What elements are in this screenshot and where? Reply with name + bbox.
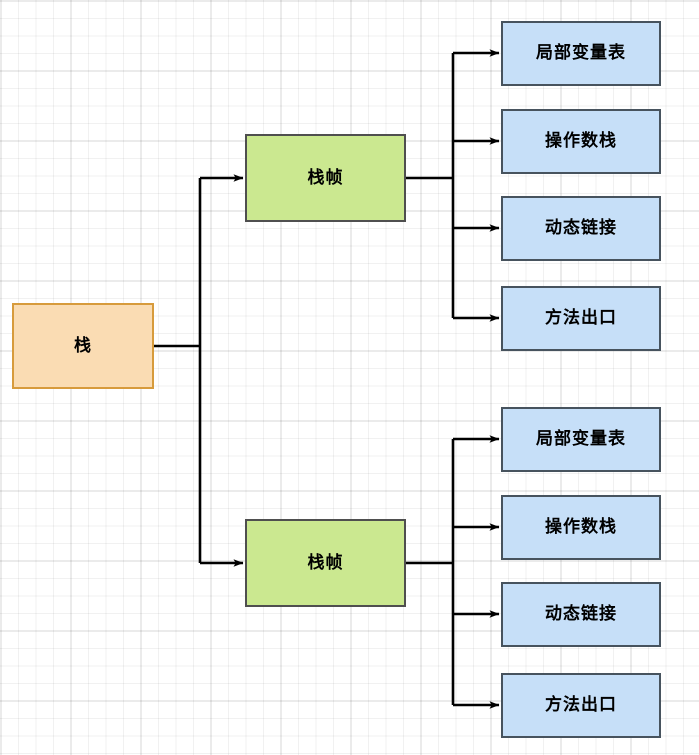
node-bottom-operand-stack[interactable]: 操作数栈 <box>501 495 661 560</box>
node-top-dynamic-link[interactable]: 动态链接 <box>501 196 661 261</box>
node-stack-frame-bottom[interactable]: 栈帧 <box>245 519 406 607</box>
node-top-local-variable-table[interactable]: 局部变量表 <box>501 21 661 86</box>
node-bottom-dynamic-link[interactable]: 动态链接 <box>501 582 661 647</box>
edge-root-trunk <box>154 178 202 563</box>
node-bottom-method-return-address[interactable]: 方法出口 <box>501 673 661 738</box>
node-top-operand-stack[interactable]: 操作数栈 <box>501 109 661 174</box>
node-stack-frame-top[interactable]: 栈帧 <box>245 134 406 222</box>
node-bottom-local-variable-table[interactable]: 局部变量表 <box>501 407 661 472</box>
edge-frame-bottom-bus <box>406 439 455 705</box>
node-top-method-return-address[interactable]: 方法出口 <box>501 286 661 351</box>
edge-frame-top-bus <box>406 53 455 318</box>
node-root-stack[interactable]: 栈 <box>12 303 154 389</box>
